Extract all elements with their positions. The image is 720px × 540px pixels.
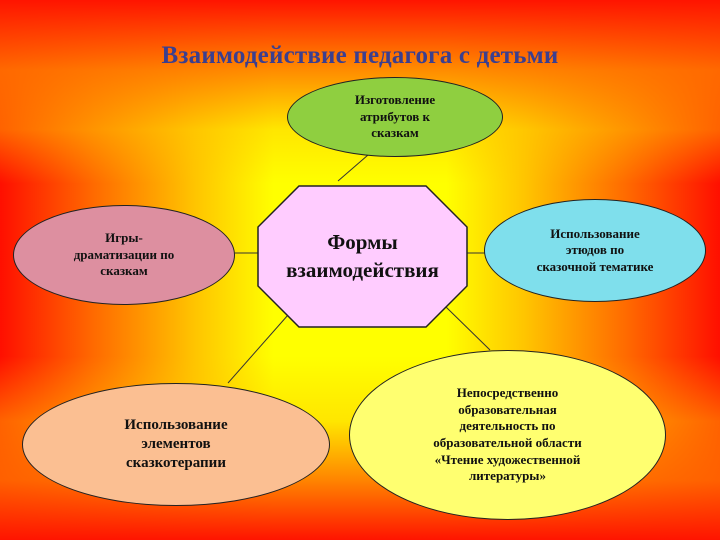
connector-bottom-right — [445, 306, 491, 351]
center-octagon-shape — [257, 185, 468, 328]
node-dramatization-games-label: Игры- драматизации по сказкам — [73, 230, 175, 279]
node-attributes-making: Изготовление атрибутов к сказкам — [287, 77, 503, 157]
center-node-label-wrap: Формы взаимодействия — [257, 185, 468, 328]
node-educational-activity-label: Непосредственно образовательная деятельн… — [433, 385, 582, 484]
node-fairytale-therapy: Использование элементов сказкотерапии — [22, 383, 330, 506]
node-educational-activity: Непосредственно образовательная деятельн… — [349, 350, 666, 520]
node-attributes-making-label: Изготовление атрибутов к сказкам — [354, 92, 436, 141]
center-node-label: Формы взаимодействия — [286, 230, 439, 282]
connector-top — [337, 154, 369, 182]
node-etudes-label: Использование этюдов по сказочной темати… — [536, 225, 654, 274]
node-dramatization-games: Игры- драматизации по сказкам — [13, 205, 235, 305]
slide-title: Взаимодействие педагога с детьми — [161, 42, 559, 69]
center-node: Формы взаимодействия — [257, 185, 468, 328]
node-etudes: Использование этюдов по сказочной темати… — [484, 199, 706, 302]
node-fairytale-therapy-label: Использование элементов сказкотерапии — [124, 416, 228, 472]
connector-bottom-left — [227, 314, 289, 384]
